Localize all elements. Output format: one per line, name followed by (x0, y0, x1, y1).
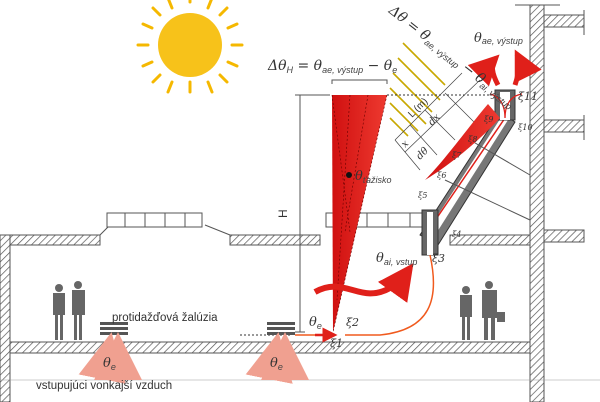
dtheta-label: dθ (414, 146, 431, 163)
theta-e-right-label: θe (270, 356, 283, 372)
xi-1: ξ1 (330, 337, 343, 350)
people-right (460, 281, 505, 340)
height-label: H (276, 209, 290, 218)
theta-e-label: θe (309, 315, 322, 331)
exhaust-arrow-right (512, 49, 542, 86)
xi-10: ξ10 (518, 123, 533, 132)
xi-9: ξ9 (484, 115, 494, 124)
solar-rays (389, 42, 446, 137)
incoming-air-label: vstupujúci vonkajší vzduch (36, 380, 172, 392)
sun-icon (136, 0, 244, 94)
exhaust-arrow-left (467, 54, 501, 87)
louver-right (267, 322, 295, 335)
warm-air-arrow (313, 263, 414, 303)
delta-h-bracket (331, 79, 388, 84)
xi-11: ξ11 (518, 90, 538, 103)
xi-2: ξ2 (346, 316, 359, 329)
theta-out-label: θae, výstup (474, 31, 523, 46)
collector-temperature-profile (425, 104, 500, 180)
xi-6: ξ6 (437, 171, 447, 180)
theta-e-left-label: θe (103, 356, 116, 372)
theta-center-label: θťažisko (355, 169, 392, 185)
collector-grid (394, 72, 481, 171)
loss-coefficients: ξ1 ξ2 ξ3 ξ4 ξ5 ξ6 ξ7 ξ8 ξ9 ξ10 ξ11 (330, 90, 538, 350)
louver-label: protidažďová žalúzia (112, 312, 218, 324)
roof-slab (9, 224, 531, 246)
xi-8: ξ8 (468, 135, 478, 144)
xi-7: ξ7 (452, 151, 462, 160)
xi-4: ξ4 (452, 230, 462, 239)
xi-3: ξ3 (432, 252, 445, 265)
people-left (53, 281, 85, 340)
x-label: x (399, 138, 411, 150)
inlet-arrows (78, 332, 310, 384)
theta-in-label: θai, vstup (376, 251, 417, 267)
solar-collector (419, 89, 531, 256)
centroid-point (346, 172, 352, 178)
formula-delta-theta-h: ΔθH = θae, výstup − θe (267, 58, 397, 75)
right-wall (529, 4, 545, 402)
skylight-left (106, 212, 203, 228)
xi-5: ξ5 (418, 191, 428, 200)
